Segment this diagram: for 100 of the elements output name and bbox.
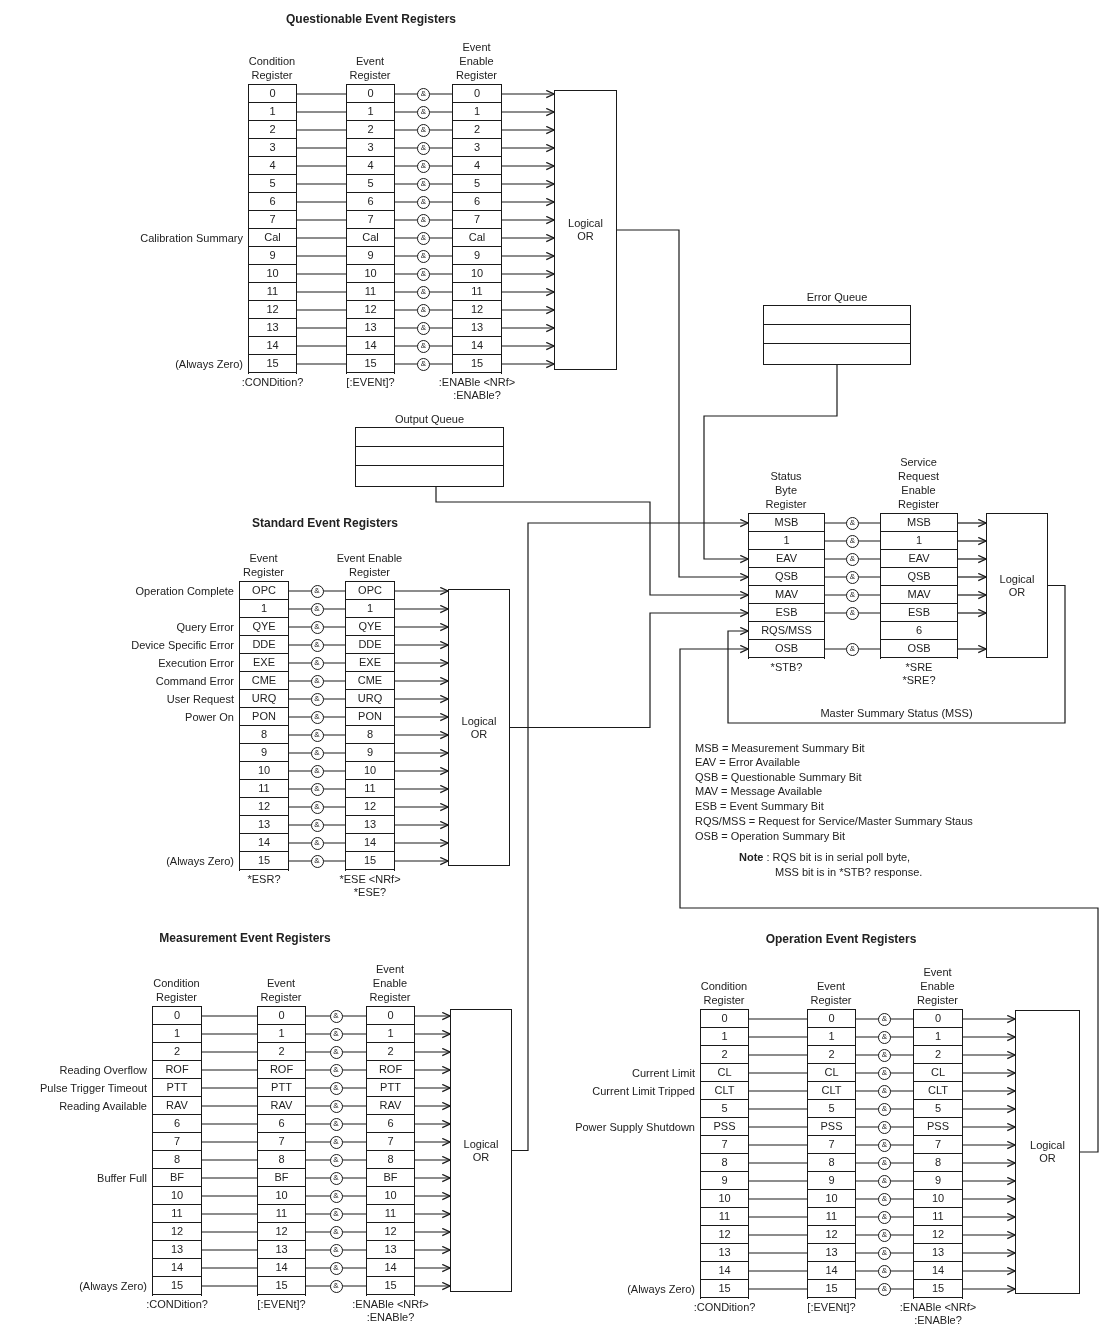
arrow <box>414 1209 451 1219</box>
connector-line <box>305 1105 367 1107</box>
and-gate-symbol: & <box>310 746 324 760</box>
connector-line <box>201 1105 258 1107</box>
register-bit-cell: 15 <box>240 852 288 870</box>
command-label: :CONDition? <box>693 1300 756 1314</box>
and-gate-symbol: & <box>417 213 430 227</box>
command-label: [:EVENt]? <box>257 1297 306 1311</box>
connector-line <box>748 1144 808 1146</box>
register-bit-cell: 2 <box>453 121 501 139</box>
register-bit-cell: PTT <box>153 1079 201 1097</box>
register-bit-cell: PSS <box>808 1118 855 1136</box>
bit-description: Pulse Trigger Timeout <box>40 1080 147 1096</box>
connector-line <box>394 201 453 203</box>
and-gate-symbol: & <box>878 1156 891 1170</box>
arrow <box>394 730 449 740</box>
register-bit-cell: 11 <box>914 1208 962 1226</box>
and-gate-symbol: & <box>329 1117 343 1131</box>
and-gate-symbol: & <box>417 123 430 137</box>
arrow <box>414 1155 451 1165</box>
connector-line <box>748 1270 808 1272</box>
and-gate-symbol: & <box>846 570 859 584</box>
connector-line <box>748 1198 808 1200</box>
arrow <box>962 1068 1016 1078</box>
register-bit-cell: 1 <box>367 1025 414 1043</box>
bit-description: Execution Error <box>158 655 234 671</box>
connector-line <box>748 1072 808 1074</box>
and-gate-symbol: & <box>417 231 430 245</box>
register-bit-cell: OSB <box>881 640 957 658</box>
arrow <box>394 838 449 848</box>
and-gate-symbol: & <box>329 1243 343 1257</box>
register-bit-cell: 13 <box>914 1244 962 1262</box>
register-bit-cell: Cal <box>347 229 394 247</box>
connector-line <box>201 1051 258 1053</box>
register-bit-cell: 14 <box>249 337 296 355</box>
section-title: Operation Event Registers <box>765 932 917 947</box>
register-bit-cell: 6 <box>347 193 394 211</box>
connector-line <box>201 1267 258 1269</box>
register-bit-cell: 5 <box>808 1100 855 1118</box>
arrow <box>394 586 449 596</box>
logical-or-block <box>1015 1010 1080 1294</box>
arrow <box>435 486 749 600</box>
register-bit-cell: 0 <box>914 1010 962 1028</box>
register-bit-cell: 7 <box>258 1133 305 1151</box>
register-heading: Condition Register <box>247 54 297 82</box>
and-gate-symbol: & <box>329 1171 343 1185</box>
arrow <box>501 287 555 297</box>
register-heading: Event Register <box>242 551 285 579</box>
connector-line <box>855 1108 914 1110</box>
arrow <box>501 215 555 225</box>
register-bit-cell: PSS <box>701 1118 748 1136</box>
register-bit-cell: 10 <box>347 265 394 283</box>
arrow <box>394 712 449 722</box>
register-bit-cell: 2 <box>258 1043 305 1061</box>
register-heading: Service Request Enable Register <box>897 455 940 511</box>
register-bit-cell: 14 <box>258 1259 305 1277</box>
and-gate-symbol: & <box>310 728 324 742</box>
register-bit-cell: 15 <box>453 355 501 373</box>
register-bit-cell: 12 <box>249 301 296 319</box>
connector-line <box>201 1141 258 1143</box>
register-bit-cell: 7 <box>249 211 296 229</box>
register-bit-cell: 13 <box>249 319 296 337</box>
arrow <box>414 1011 451 1021</box>
register-bit-cell: 13 <box>346 816 394 834</box>
connector-line <box>748 1054 808 1056</box>
connector-line <box>296 129 347 131</box>
connector-line <box>394 255 453 257</box>
connector-line <box>305 1159 367 1161</box>
and-gate-symbol: & <box>310 836 324 850</box>
and-gate-symbol: & <box>846 606 859 620</box>
register-bit-cell: 0 <box>153 1007 201 1025</box>
connector-line <box>201 1015 258 1017</box>
register-bit-cell: DDE <box>346 636 394 654</box>
and-gate-symbol: & <box>329 1189 343 1203</box>
arrow <box>962 1212 1016 1222</box>
arrow <box>962 1176 1016 1186</box>
and-gate-symbol: & <box>310 638 324 652</box>
connector-line <box>748 1036 808 1038</box>
arrow <box>394 622 449 632</box>
and-gate-symbol: & <box>310 818 324 832</box>
arrow <box>414 1065 451 1075</box>
command-label: :ENABle? <box>453 388 501 402</box>
register-bit-cell: 4 <box>347 157 394 175</box>
arrow <box>501 233 555 243</box>
register-bit-cell: RQS/MSS <box>749 622 824 640</box>
and-gate-symbol: & <box>878 1264 891 1278</box>
connector-line <box>748 1162 808 1164</box>
arrow <box>616 229 749 582</box>
register-bit-cell: EAV <box>881 550 957 568</box>
arrow <box>962 1158 1016 1168</box>
connector-line <box>824 558 881 560</box>
register-bit-cell: 0 <box>808 1010 855 1028</box>
connector-line <box>288 752 346 754</box>
arrow <box>394 766 449 776</box>
connector-line <box>288 734 346 736</box>
register-bit-cell: 15 <box>914 1280 962 1298</box>
and-gate-symbol: & <box>329 1279 343 1293</box>
arrow <box>394 820 449 830</box>
arrow <box>962 1266 1016 1276</box>
gate-label: Logical OR <box>1029 1139 1066 1165</box>
